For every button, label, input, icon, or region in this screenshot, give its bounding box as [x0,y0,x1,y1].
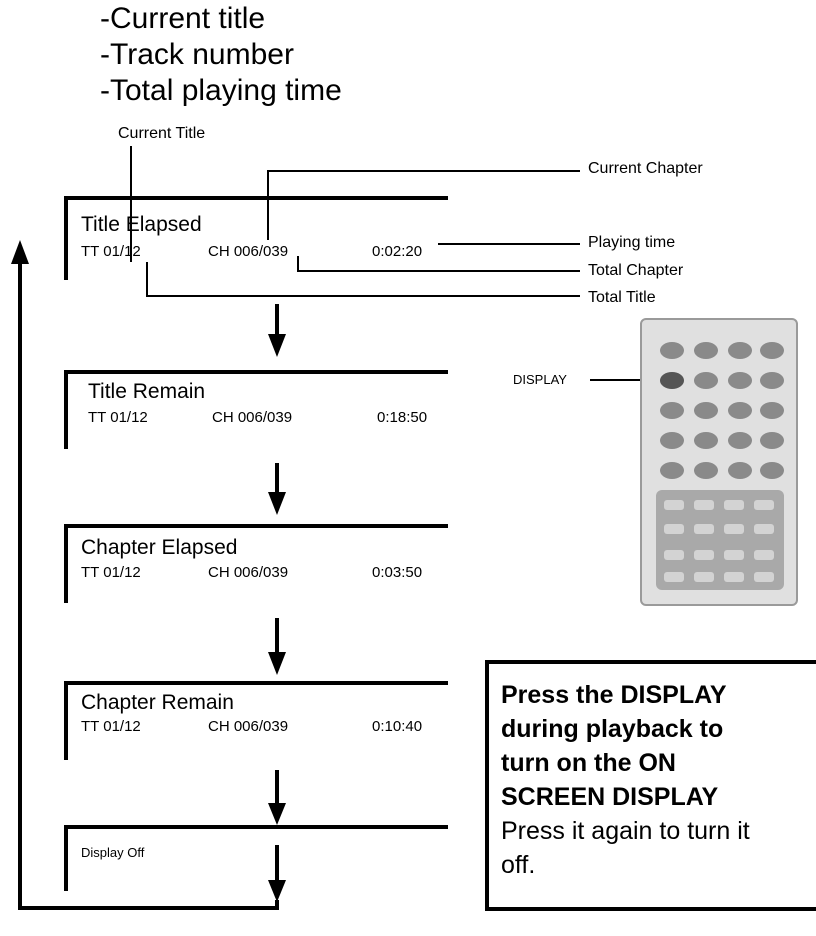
leader-total-title [147,262,580,296]
display-button-icon [660,372,684,389]
up-arrowhead-icon [11,240,29,264]
note-line: Press it again to turn it [501,814,816,848]
note-bold-line: during playback to [501,712,816,746]
arrowhead-icon [268,880,286,902]
arrowhead-icon [268,803,286,825]
remote-control-icon [640,318,798,606]
arrowhead-icon [268,652,286,675]
note-bold-line: Press the DISPLAY [501,678,816,712]
loop-back-path [20,262,277,908]
arrowhead-icon [268,492,286,515]
arrowhead-icon [268,334,286,357]
leader-current-chapter [268,171,580,240]
note-bold-line: turn on the ON [501,746,816,780]
note-line: off. [501,848,816,882]
note-bold-line: SCREEN DISPLAY [501,780,816,814]
leader-total-chapter [298,256,580,271]
instruction-box: Press the DISPLAY during playback to tur… [485,660,816,911]
